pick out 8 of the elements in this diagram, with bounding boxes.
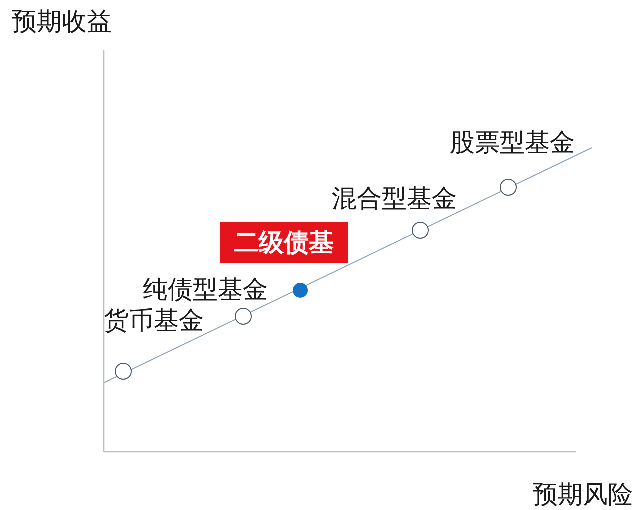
highlighted-point (292, 282, 308, 298)
highlight-tag: 二级债基 (220, 222, 348, 263)
point-label: 混合型基金 (332, 185, 457, 212)
point-label: 货币基金 (104, 307, 204, 334)
axis-title: 预期收益 (12, 8, 112, 35)
point-label: 纯债型基金 (143, 276, 268, 303)
axis-title: 预期风险 (533, 481, 633, 508)
point-label: 股票型基金 (450, 129, 575, 156)
